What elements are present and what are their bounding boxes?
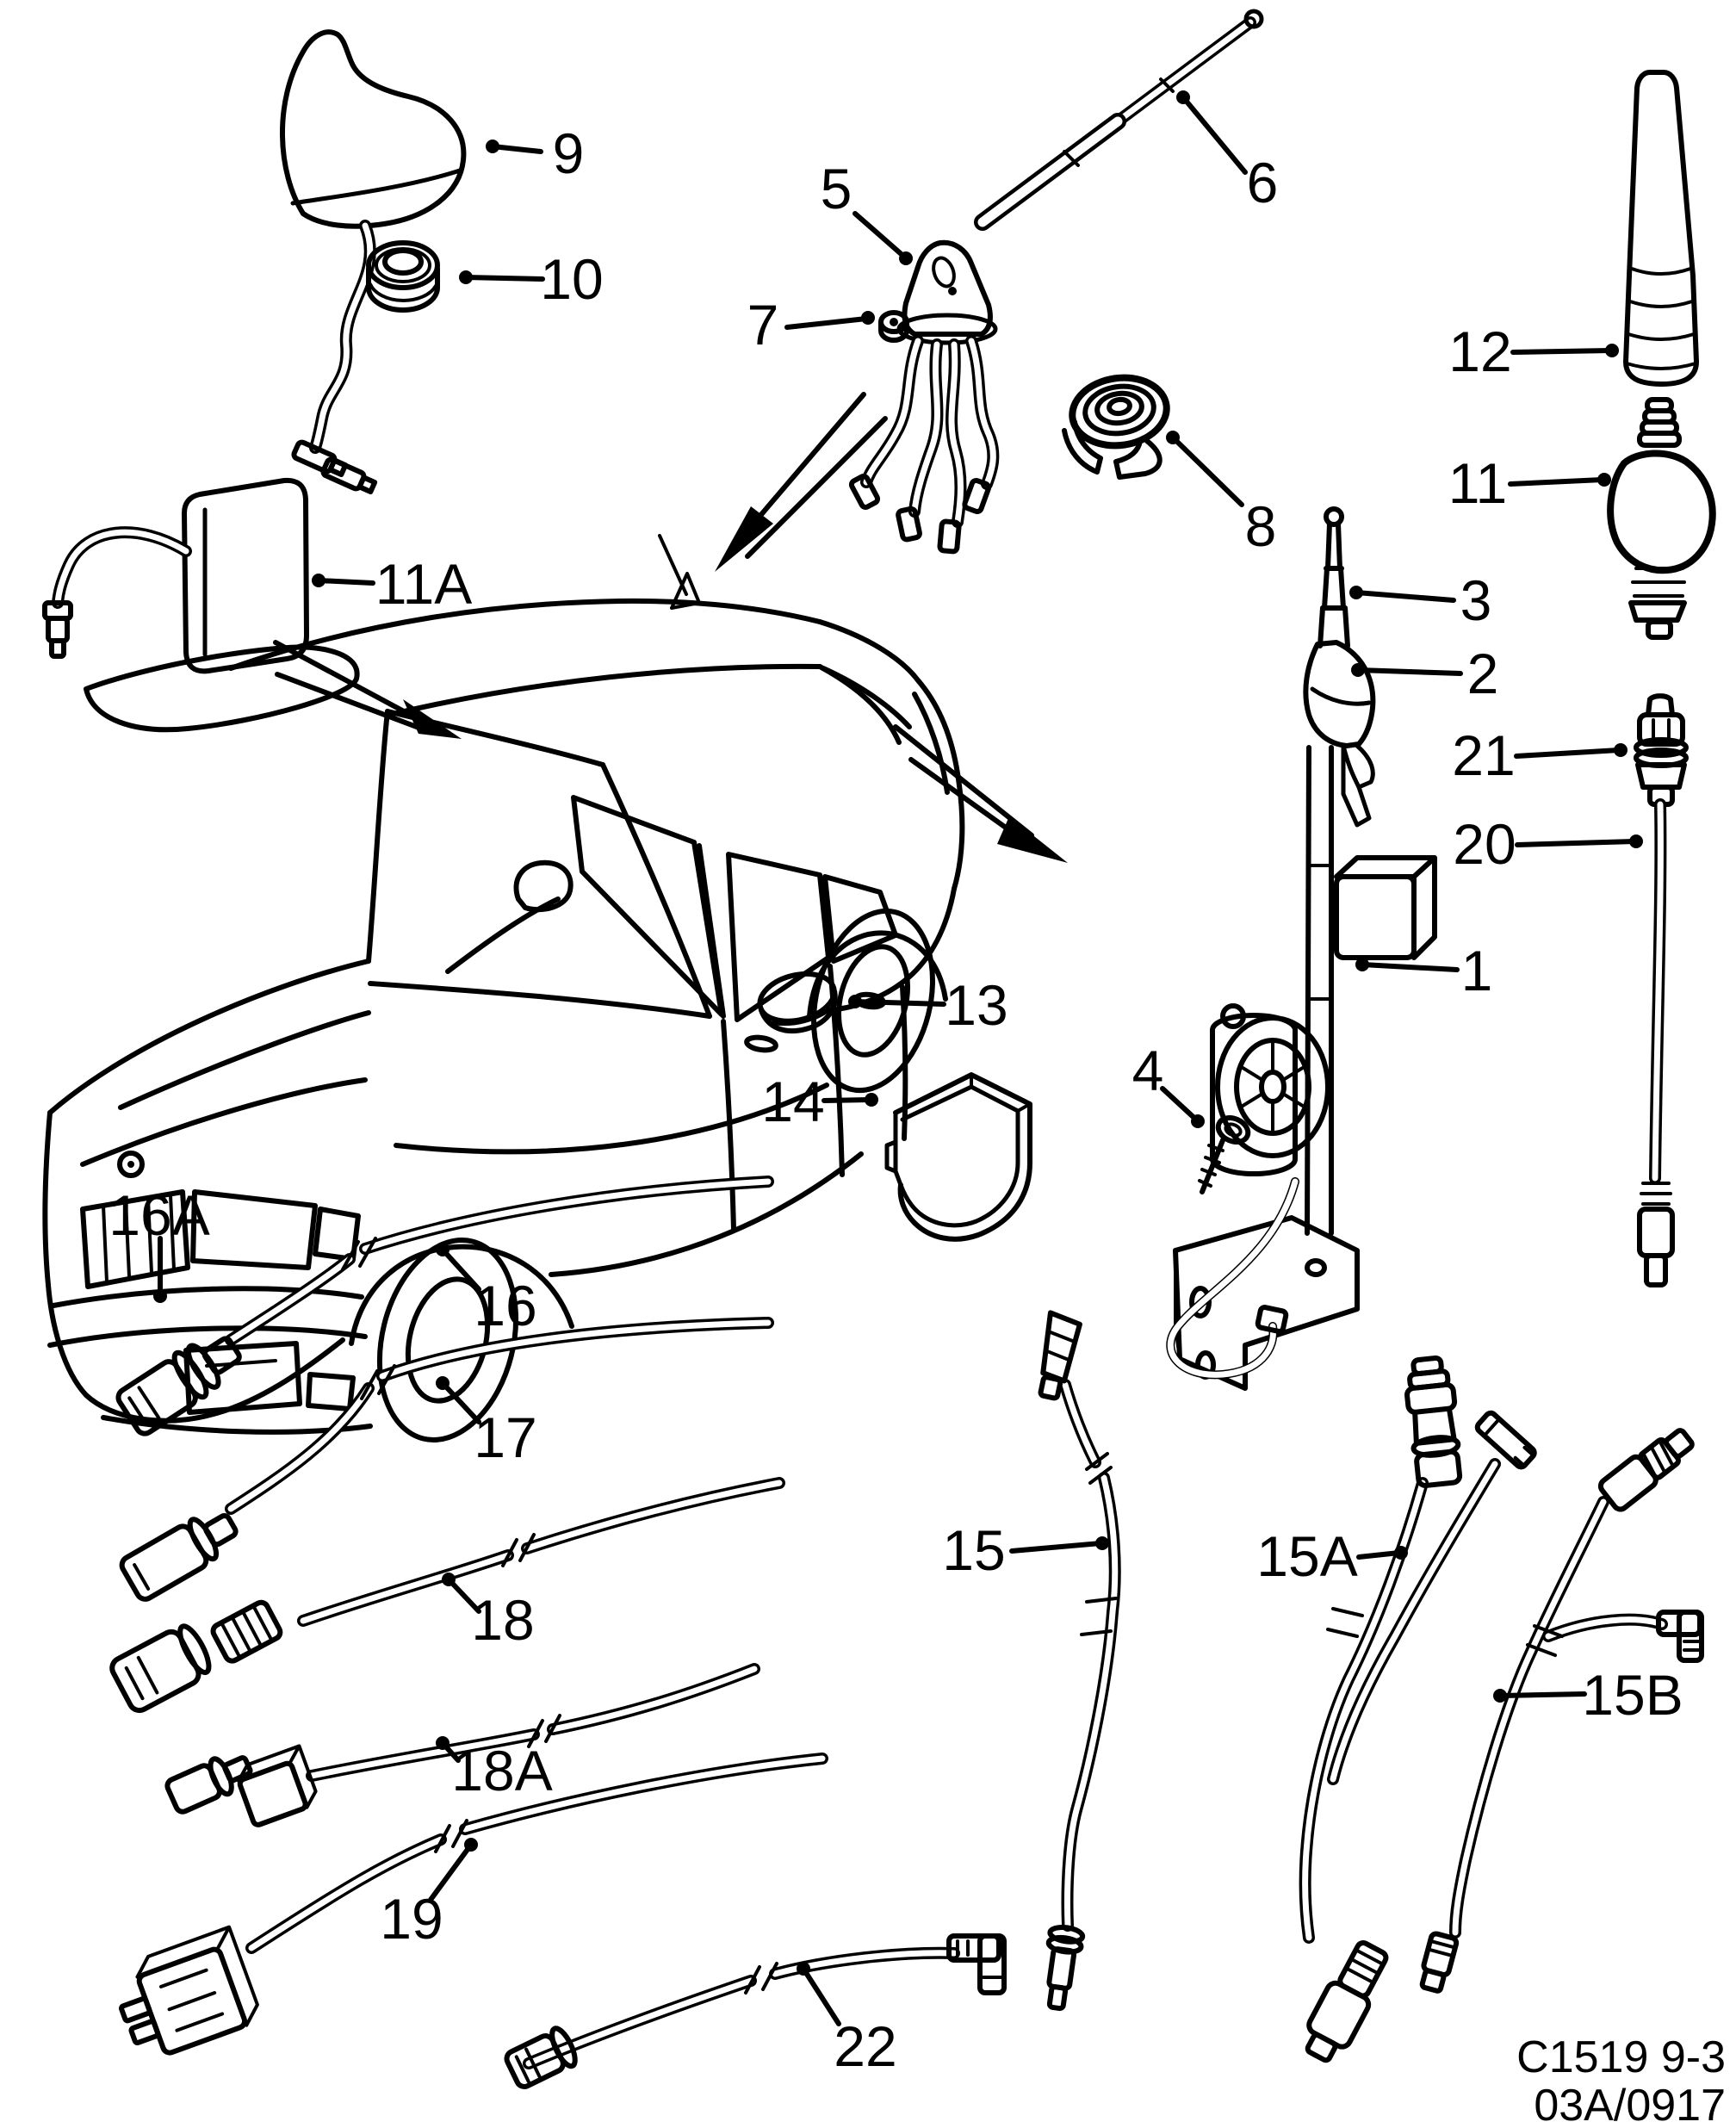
callout-labels: 9 10 5 7 6 8 12 11 11A 3 2 21 20 1 4 13 … [108,121,1683,2078]
callout-7-label: 7 [747,293,779,357]
location-arrows [273,392,1068,863]
part-10-grommet [366,240,440,313]
connector-16a [115,1336,242,1436]
callout-15-label: 15 [942,1518,1005,1582]
callout-22-label: 22 [834,2014,896,2078]
part-13-cap [757,971,838,1034]
figure-footer: C1519 9-3 03A/0917 [1516,2032,1726,2128]
callout-5-label: 5 [821,157,852,220]
callout-15b-label: 15B [1582,1663,1683,1727]
connector-15b-right-angle [1656,1610,1704,1663]
part-11a-patch-antenna [42,477,309,674]
callout-11-label: 11 [1448,451,1508,515]
callout-19-label: 19 [380,1887,443,1951]
arrow-line [745,416,888,559]
part-2-mast-housing [1303,640,1376,828]
callout-3-label: 3 [1460,568,1492,632]
callout-9-label: 9 [553,121,585,185]
leader-lines [153,90,1643,2026]
part-6-antenna-mast [974,9,1264,231]
arrow-line [275,672,431,734]
part-21-connector [1634,693,1689,807]
callout-10-label: 10 [540,247,603,311]
part-4-screw [1198,1115,1251,1194]
part-9-shark-fin-antenna [280,29,467,495]
callout-21-label: 21 [1452,723,1515,787]
callout-6-label: 6 [1247,151,1279,214]
cable-15 [1038,1310,1121,2012]
callout-8-label: 8 [1245,494,1277,558]
connector-19 [119,1925,259,2056]
part-1-motor-antenna-assembly [1166,745,1437,1391]
arrowhead-rear-fender [997,816,1068,863]
part-8-tape-roll [1062,374,1170,480]
connector-15-top [1038,1310,1082,1401]
callout-2-label: 2 [1467,642,1499,705]
connector-17 [119,1513,239,1602]
connector-15a-din [1404,1355,1463,1488]
cable-19 [119,1753,828,2056]
callout-1-label: 1 [1461,939,1493,1002]
figure-code: C1519 9-3 [1516,2032,1726,2082]
part-14-clip [884,1072,1032,1242]
connector-15-bottom [1045,1924,1086,2012]
callout-16-label: 16 [474,1274,536,1337]
part-11-antenna-base [1607,397,1716,640]
cable-18 [109,1477,785,1714]
arrowhead-windshield [403,699,462,739]
part-12-rubber-cone [1623,70,1699,387]
connector-15b-bottom [1419,1931,1460,1994]
connector-22-right-angle [946,1933,1007,1995]
figure-revision: 03A/0917 [1534,2081,1726,2128]
part-5-roof-antenna-base [848,239,1000,555]
cable-15a [1299,1355,1537,2063]
callout-18a-label: 18A [451,1739,552,1802]
callout-18-label: 18 [471,1588,534,1652]
arrowhead-roof [715,506,773,572]
connector-15a-spade [1474,1410,1537,1470]
callout-16a-label: 16A [108,1183,209,1247]
car-drawing [42,534,965,1442]
cable-17 [119,1317,774,1602]
cable-15b [1419,1428,1704,1994]
cable-22 [504,1933,1007,2089]
callout-15a-label: 15A [1256,1524,1357,1588]
callout-12-label: 12 [1448,320,1511,383]
callout-4-label: 4 [1132,1039,1164,1102]
roof-antenna-stub [670,572,701,610]
cable-18a [164,1663,760,1827]
connector-15b-top [1597,1428,1695,1512]
connector-18 [109,1599,283,1714]
part-20-extension-cable [1637,798,1675,1287]
callout-20-label: 20 [1453,812,1516,876]
part-7-nut [878,310,909,343]
callout-13-label: 13 [945,973,1008,1037]
callout-17-label: 17 [474,1405,536,1469]
callout-11a-label: 11A [375,552,473,616]
callout-14-label: 14 [761,1070,824,1133]
connector-15a-bottom [1305,1940,1389,2063]
connector-18a [164,1744,318,1827]
part-3-telescopic-mast [1318,506,1350,648]
connector-22-left [504,2026,578,2089]
cable-16 [115,1176,774,1436]
